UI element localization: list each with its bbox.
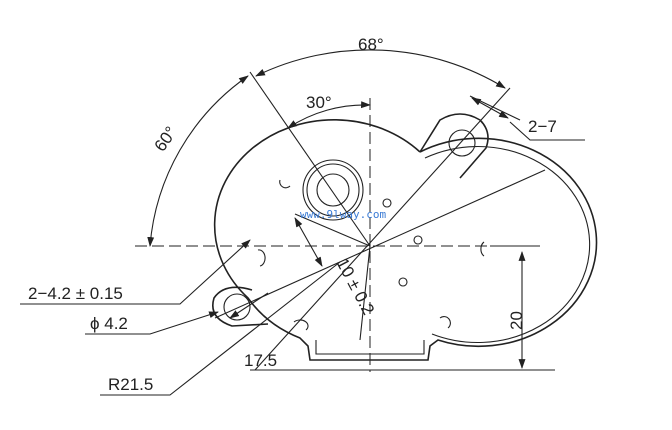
watermark: www.9lway.com <box>300 208 386 221</box>
leader-slot <box>509 121 585 141</box>
shaft-boss-mid <box>306 163 360 217</box>
label-angle-30: 30° <box>306 93 332 112</box>
small-hole <box>382 198 392 208</box>
leader-hole-dia-2 <box>229 292 269 319</box>
label-radial: 10 ± 0.2 <box>332 255 378 318</box>
leader-hole-dia <box>85 311 219 335</box>
dim-arc-60 <box>147 75 249 247</box>
line-radial <box>359 245 371 341</box>
dim-10 <box>294 217 323 267</box>
motor-body-inner <box>315 145 591 355</box>
mount-hole-right <box>448 129 476 157</box>
dim-arc-30 <box>287 101 371 129</box>
label-angle-68: 68° <box>358 35 384 54</box>
small-hole <box>398 277 408 287</box>
dim-slot <box>471 97 509 119</box>
shaft-boss-inner <box>316 173 350 207</box>
line-ear-axis <box>214 169 546 319</box>
mounting-ear-right <box>419 113 489 179</box>
leader-radius <box>100 261 341 396</box>
line-30deg <box>249 71 371 247</box>
label-angle-60: 60° <box>151 123 181 155</box>
label-height: 20 <box>507 311 526 330</box>
mounting-ear-left <box>212 286 269 327</box>
slot-extension <box>469 95 521 121</box>
small-hole <box>413 235 423 245</box>
label-radius: R21.5 <box>108 375 153 394</box>
leader-holes <box>20 239 251 305</box>
shaft-boss-outer <box>302 159 364 221</box>
line-to-ear <box>254 87 511 371</box>
dim-arc-68 <box>255 49 506 89</box>
label-offset: 17.5 <box>244 351 277 370</box>
label-hole-dia: ϕ 4.2 <box>90 314 128 333</box>
motor-body-outline <box>213 118 598 361</box>
label-slot: 2−7 <box>528 117 557 136</box>
mount-hole-left <box>223 293 251 321</box>
body-notches <box>257 179 485 331</box>
label-holes: 2−4.2 ± 0.15 <box>28 284 123 303</box>
